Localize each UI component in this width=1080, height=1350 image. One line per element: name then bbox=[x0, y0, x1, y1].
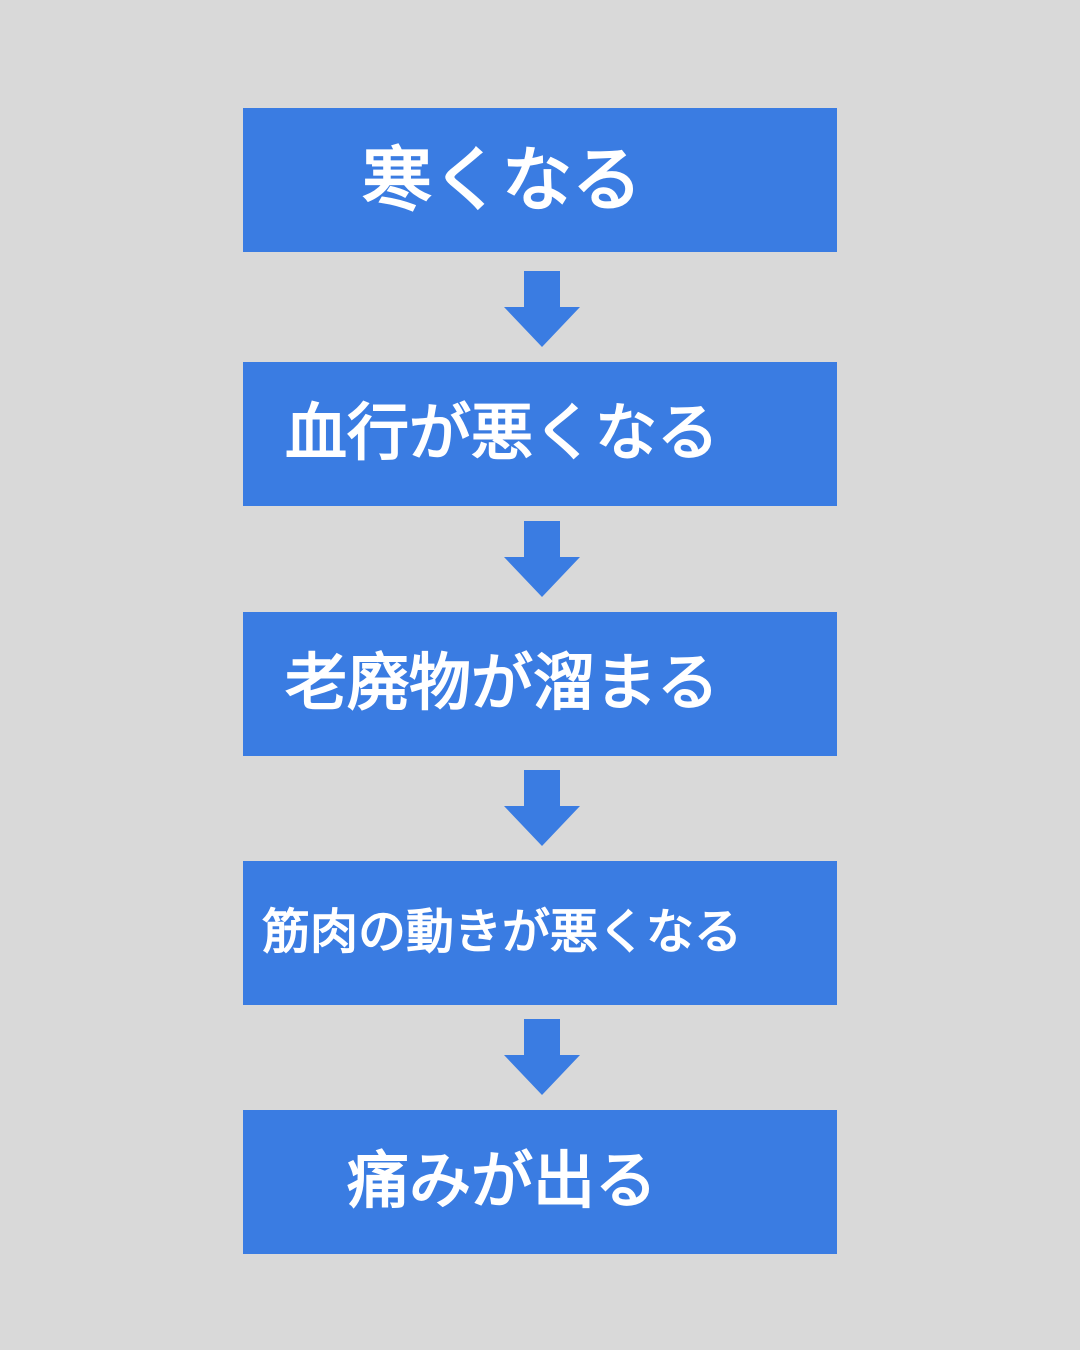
down-arrow-icon bbox=[504, 521, 580, 597]
down-arrow-icon bbox=[504, 1019, 580, 1095]
flow-step-4-label: 筋肉の動きが悪くなる bbox=[261, 906, 742, 959]
flow-step-5-label: 痛みが出る bbox=[346, 1147, 657, 1216]
flow-step-2-label: 血行が悪くなる bbox=[284, 399, 719, 468]
flow-step-4: 筋肉の動きが悪くなる bbox=[243, 861, 837, 1005]
flow-step-3-label: 老廃物が溜まる bbox=[284, 649, 719, 718]
flow-step-1: 寒くなる bbox=[243, 108, 837, 252]
flow-step-2: 血行が悪くなる bbox=[243, 362, 837, 506]
down-arrow-icon bbox=[504, 271, 580, 347]
flow-step-5: 痛みが出る bbox=[243, 1110, 837, 1254]
down-arrow-icon bbox=[504, 770, 580, 846]
flow-step-1-label: 寒くなる bbox=[362, 141, 642, 219]
flow-step-3: 老廃物が溜まる bbox=[243, 612, 837, 756]
